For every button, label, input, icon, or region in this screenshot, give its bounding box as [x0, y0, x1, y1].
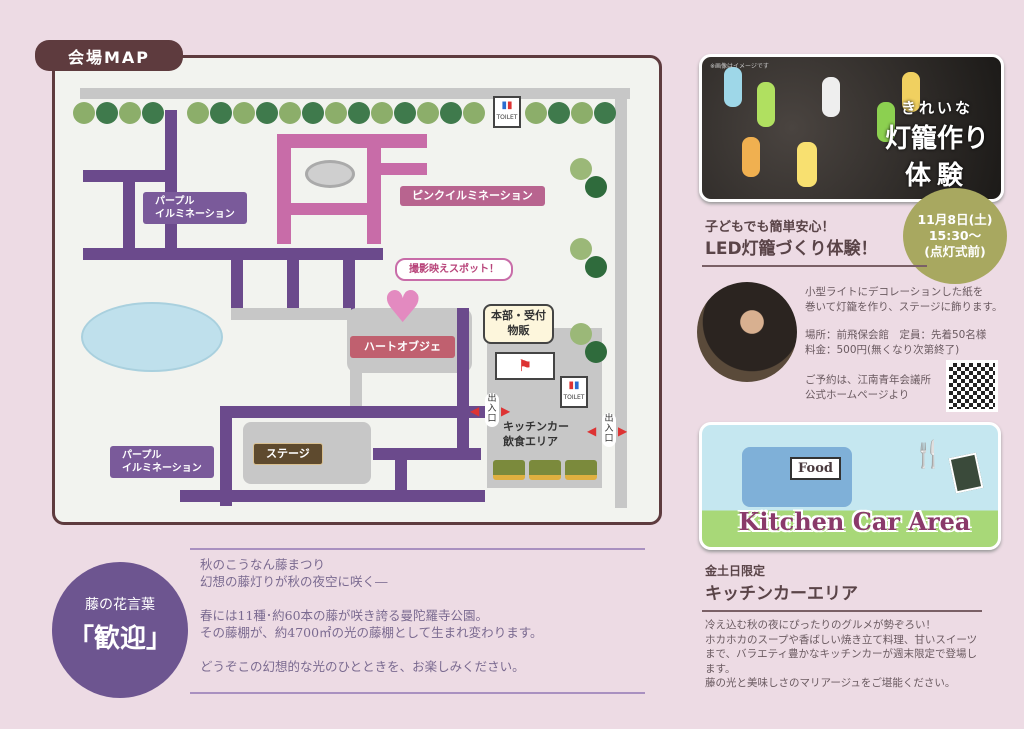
divider: [702, 265, 927, 267]
purple-path: [123, 170, 135, 250]
purple-path: [287, 258, 299, 310]
road-top: [80, 88, 630, 99]
kitchen-banner-title: Kitchen Car Area: [738, 507, 971, 536]
label-stage: ステージ: [253, 443, 323, 466]
toilet-figures: ▮▮: [501, 100, 513, 111]
arrow-left-icon: ◀: [587, 424, 597, 438]
arrow-right-icon: ▶: [618, 424, 628, 438]
menu-board-icon: [948, 452, 984, 494]
food-truck-icon: [493, 460, 525, 480]
intro-text: 秋のこうなん藤まつり 幻想の藤灯りが秋の夜空に咲く― 春には11種･約60本の藤…: [200, 556, 542, 675]
entrance-left: 出 入 口: [485, 393, 499, 427]
pond: [81, 302, 223, 372]
toilet-icon: ▮▮ TOILET: [560, 376, 588, 408]
arrow-right-icon: ▶: [501, 404, 511, 418]
intro-line: どうぞこの幻想的な光のひとときを、お楽しみください。: [200, 659, 525, 674]
tree-icon: [585, 341, 607, 363]
flower-language-badge: 藤の花言葉 「歓迎」: [52, 562, 188, 698]
lantern-fee: 料金：500円(無くなり次第終了): [805, 344, 960, 356]
label-purple-illumination-top: パープル イルミネーション: [143, 192, 247, 224]
pink-path: [367, 163, 427, 175]
date-badge: 11月8日(土) 15:30〜 (点灯式前): [903, 188, 1007, 284]
photo-title: 体験: [904, 161, 969, 191]
toilet-label: TOILET: [496, 114, 518, 121]
lantern-place: 場所：前飛保会館 定員：先着50名様: [805, 329, 987, 341]
instructor-photo: [697, 282, 797, 382]
label-heart-object: ハートオブジェ: [350, 336, 455, 359]
photo-title: 灯籠作り: [884, 124, 989, 154]
divider: [190, 548, 645, 550]
arrow-left-icon: ◀: [470, 404, 480, 418]
food-sign: Food: [790, 457, 841, 480]
heart-icon: ♥: [383, 282, 423, 333]
qr-code[interactable]: [946, 360, 998, 412]
badge-word: 「歓迎」: [67, 624, 172, 654]
hedge: [525, 102, 616, 126]
hedge: [73, 102, 164, 126]
purple-path: [83, 248, 383, 260]
photo-note: ※画像はイメージです: [710, 63, 769, 70]
lantern-subtitle: 子どもでも簡単安心！: [705, 220, 835, 235]
label-hq: 本部・受付 物販: [483, 304, 554, 344]
lantern-title: LED灯籠づくり体験！: [705, 239, 878, 259]
intro-line: その藤棚が、約4700㎡の光の藤棚として生まれ変わります。: [200, 625, 543, 640]
event-time-note: (点灯式前): [924, 244, 986, 259]
kitchen-description: 冷え込む秋の夜にぴったりのグルメが勢ぞろい！ ホカホカのスープや香ばしい焼き立て…: [705, 619, 978, 689]
food-truck-icon: [529, 460, 561, 480]
flag-icon: ⚑: [495, 352, 555, 380]
intro-line: 秋のこうなん藤まつり: [200, 557, 326, 572]
fork-knife-icon: 🍴: [912, 440, 945, 470]
purple-path: [220, 406, 495, 418]
entrance-right: 出 入 口: [602, 413, 616, 447]
badge-label: 藤の花言葉: [85, 597, 155, 613]
purple-path: [343, 258, 355, 310]
lantern-reservation: ご予約は、江南青年会議所 公式ホームページより: [805, 374, 931, 402]
tree-icon: [570, 238, 592, 260]
lantern-photo: ※画像はイメージです きれいな 灯籠作り 体験: [699, 54, 1004, 202]
label-kitchen-area: キッチンカー 飲食エリア: [503, 420, 569, 448]
purple-path: [373, 448, 481, 460]
event-date: 11月8日(土): [917, 212, 993, 227]
divider: [702, 610, 982, 612]
food-truck-icon: [565, 460, 597, 480]
hedge: [187, 102, 485, 126]
purple-path: [457, 308, 469, 458]
lantern-description: 小型ライトにデコレーションした紙を 巻いて灯籠を作り、ステージに飾ります。: [805, 286, 1003, 314]
label-pink-illumination: ピンクイルミネーション: [400, 186, 545, 207]
tree-icon: [570, 323, 592, 345]
purple-path: [395, 448, 407, 498]
kitchen-subtitle: 金土日限定: [705, 564, 766, 578]
tree-icon: [585, 176, 607, 198]
divider: [190, 692, 645, 694]
pink-path: [277, 134, 291, 244]
fountain-icon: [305, 160, 355, 188]
tree-icon: [585, 256, 607, 278]
road: [350, 370, 362, 410]
pink-path: [367, 134, 381, 244]
purple-path: [231, 258, 243, 310]
intro-line: 幻想の藤灯りが秋の夜空に咲く―: [200, 574, 388, 589]
photo-title-small: きれいな: [900, 99, 973, 117]
kitchen-car-banner: Food 🍴 Kitchen Car Area: [699, 422, 1001, 550]
event-time: 15:30〜: [928, 228, 982, 243]
pink-path: [277, 134, 427, 148]
intro-line: 春には11種･約60本の藤が咲き誇る曼陀羅寺公園。: [200, 608, 489, 623]
toilet-icon: ▮▮ TOILET: [493, 96, 521, 128]
pink-path: [277, 203, 381, 215]
road-right: [615, 88, 627, 508]
toilet-figures: ▮▮: [568, 380, 580, 391]
venue-map: ▮▮ TOILET パープル イルミネーション ピンクイルミネーション 撮影映えス…: [52, 55, 662, 525]
purple-path: [180, 490, 485, 502]
tree-icon: [570, 158, 592, 180]
purple-path: [220, 406, 232, 506]
label-photo-spot: 撮影映えスポット！: [395, 258, 513, 281]
label-purple-illumination-bottom: パープル イルミネーション: [110, 446, 214, 478]
map-title: 会場MAP: [35, 40, 183, 71]
road: [231, 308, 351, 320]
toilet-label: TOILET: [563, 394, 585, 401]
photo-caption: きれいな 灯籠作り 体験: [885, 97, 989, 192]
kitchen-title: キッチンカーエリア: [705, 584, 858, 604]
